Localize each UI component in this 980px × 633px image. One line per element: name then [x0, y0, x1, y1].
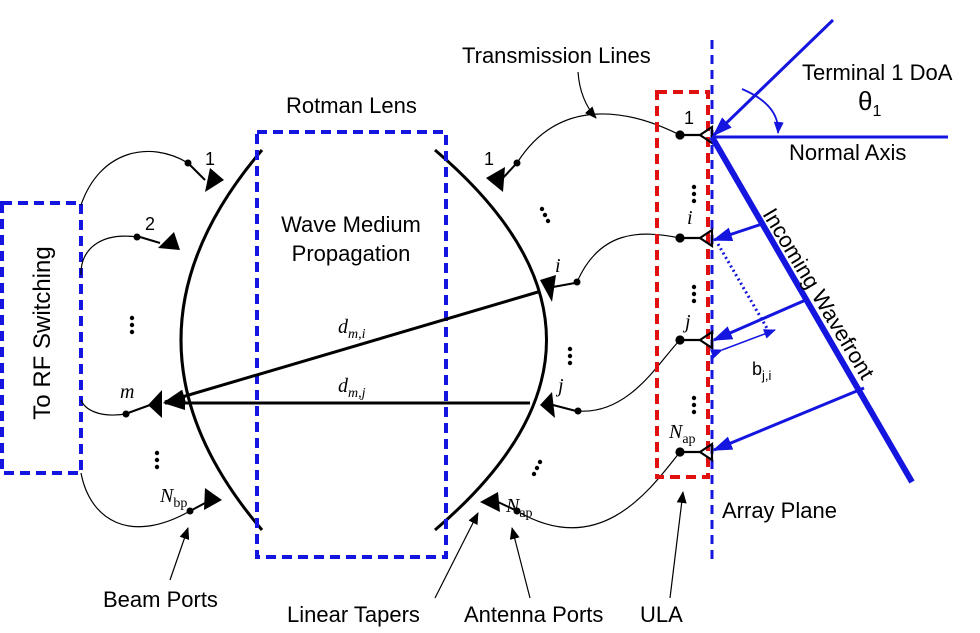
antenna-port-1-label: 1 [484, 149, 494, 169]
ula-pointer [669, 491, 687, 599]
antenna-ports-label: Antenna Ports [464, 602, 603, 627]
d-mi-arrow [163, 290, 539, 404]
antenna-element-1 [675, 124, 714, 146]
array-element-j-label: j [682, 311, 691, 333]
rf-switching-box [0, 201, 83, 475]
wave-medium-label-2: Propagation [292, 241, 411, 266]
theta-arc [741, 88, 784, 134]
array-element-1-label: 1 [684, 108, 694, 128]
array-element-i-label: i [687, 207, 693, 229]
normal-axis-label: Normal Axis [789, 140, 906, 165]
lens-right-arc [434, 148, 548, 532]
wave-ray-n [712, 386, 865, 452]
lens-left-arc [179, 149, 264, 531]
b-ji-dotted [716, 243, 770, 331]
linear-tapers-label: Linear Tapers [287, 602, 420, 627]
ula-box [655, 90, 710, 479]
to-rf-switching-label: To RF Switching [29, 246, 56, 419]
antenna-port-tapers [480, 159, 582, 515]
ula-label: ULA [640, 602, 683, 627]
transmission-lines-pointer [577, 71, 597, 119]
b-ji-label: bj,i [752, 359, 772, 383]
d-mj-label: dm,j [338, 375, 366, 401]
beam-feed-lines [80, 150, 191, 528]
antenna-port-j-label: j [555, 375, 564, 397]
incoming-wavefront-line [709, 135, 915, 484]
d-mi-label: dm,i [338, 316, 366, 342]
antenna-ports-pointer [509, 527, 531, 599]
beam-port-n-label: Nbp [159, 485, 187, 511]
beam-port-1-label: 1 [205, 149, 215, 169]
wave-ray-i [712, 222, 763, 242]
transmission-lines [516, 113, 681, 529]
terminal-doa-ray [712, 18, 835, 137]
beam-port-tapers [122, 159, 224, 515]
rotman-lens-label: Rotman Lens [286, 93, 417, 118]
theta-label: θ1 [858, 86, 881, 120]
wave-medium-label-1: Wave Medium [281, 212, 421, 237]
linear-tapers-pointer [434, 512, 479, 599]
beam-ports-pointer [169, 527, 190, 581]
array-element-n-label: Nap [668, 421, 696, 447]
antenna-element-i [675, 227, 714, 249]
antenna-port-i-label: i [555, 255, 561, 277]
array-plane-label: Array Plane [722, 498, 837, 523]
array-elements [675, 124, 714, 463]
terminal-doa-label: Terminal 1 DoA [802, 60, 953, 85]
ellipsis-dots [129, 184, 697, 477]
beam-port-2-label: 2 [145, 214, 155, 234]
antenna-element-j [675, 329, 714, 351]
beam-ports-label: Beam Ports [103, 587, 218, 612]
wave-medium-box [255, 130, 448, 559]
antenna-port-n-label: Nap [505, 495, 533, 521]
incoming-wavefront-label: Incoming Wavefront [758, 204, 880, 384]
transmission-lines-label: Transmission Lines [462, 43, 651, 68]
b-ji-dimension [709, 329, 776, 359]
beam-port-m-label: m [120, 381, 134, 403]
antenna-element-n [675, 441, 714, 463]
